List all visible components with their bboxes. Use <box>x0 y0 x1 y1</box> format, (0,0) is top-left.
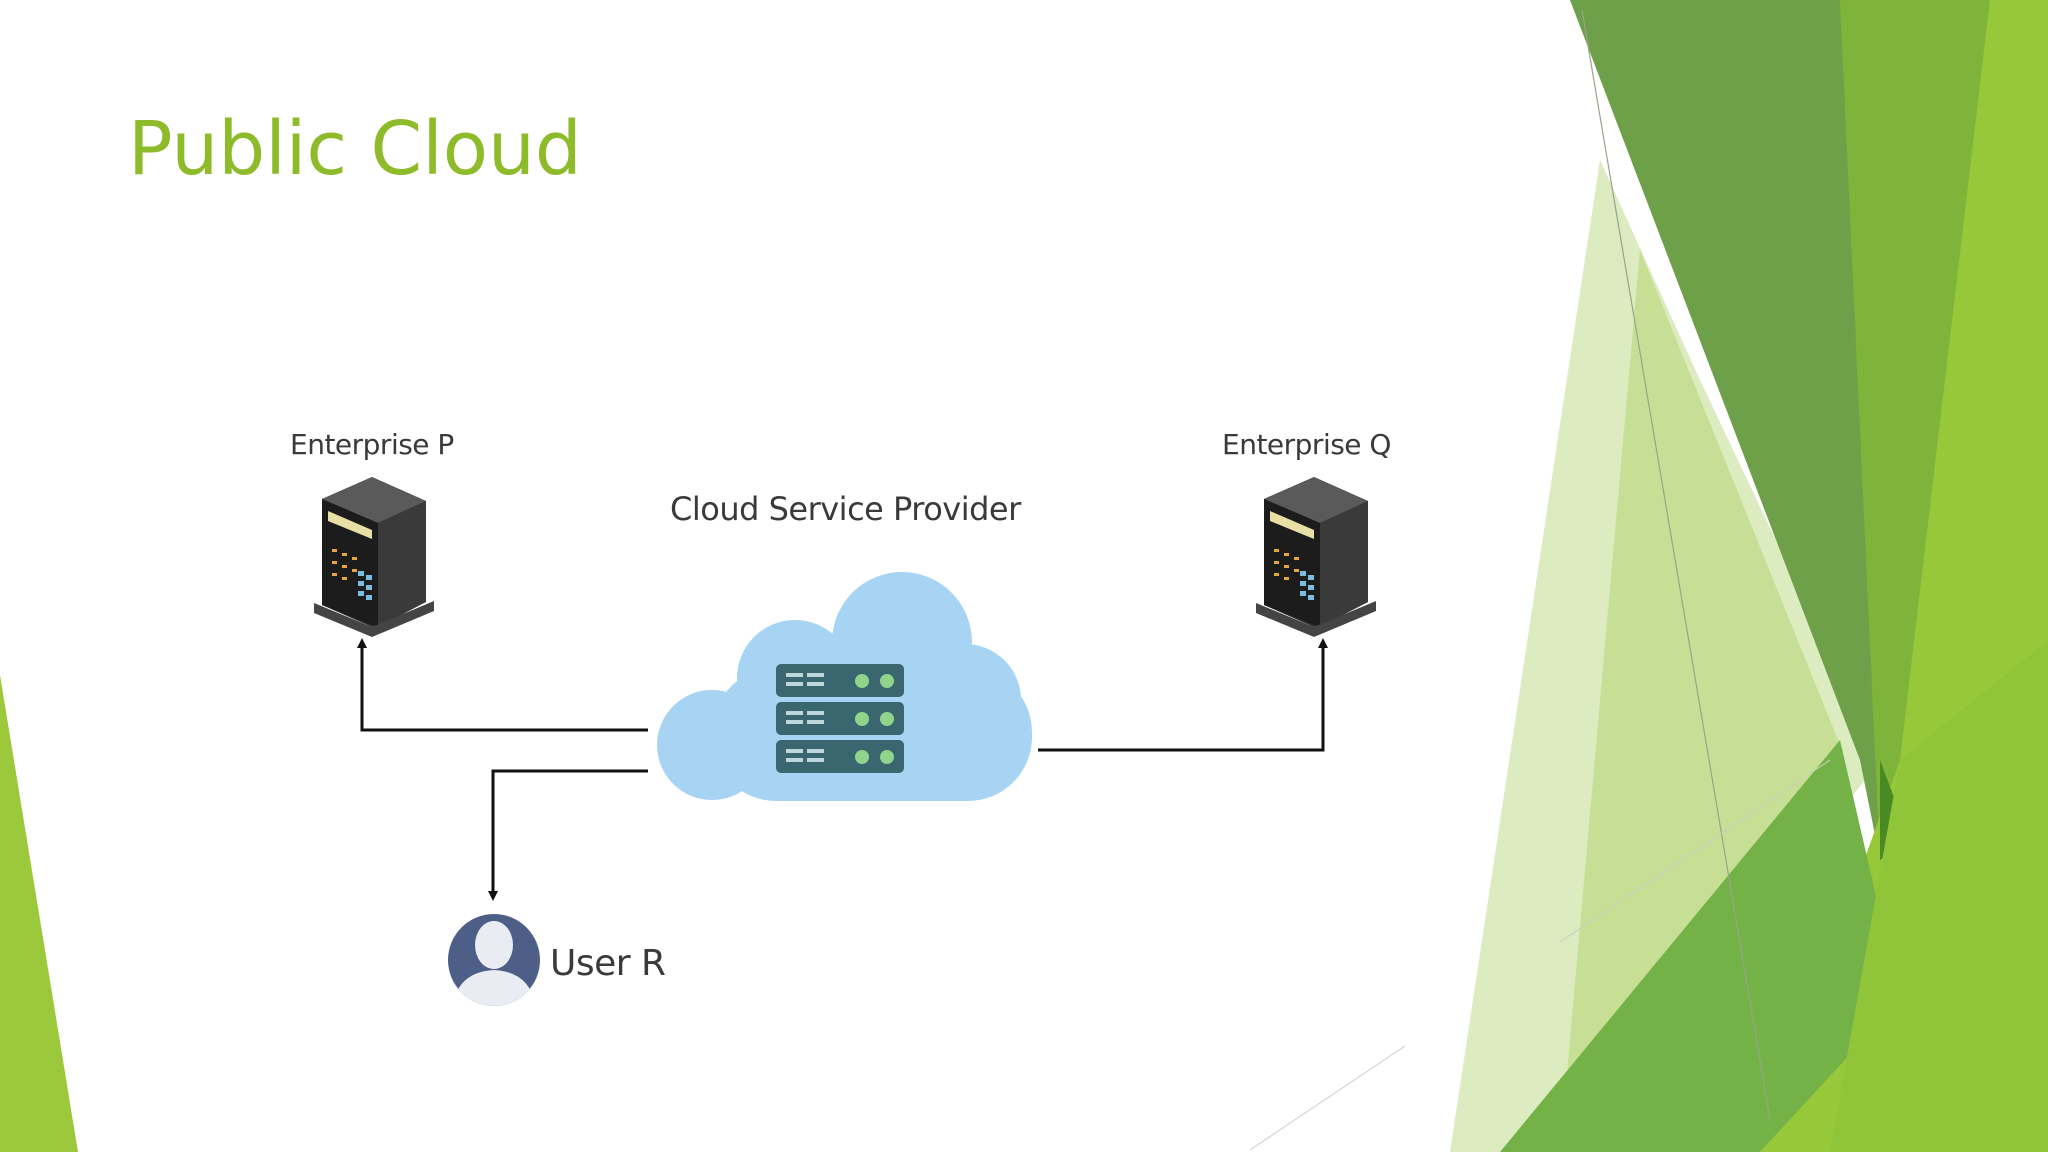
slide-title: Public Cloud <box>128 106 582 192</box>
left-accent-shape <box>0 675 78 1152</box>
connector-to-enterprise-q <box>1038 638 1328 752</box>
facet-lower-green <box>1500 740 1900 1152</box>
connectors <box>357 638 1328 901</box>
server-slots <box>786 673 824 762</box>
enterprise-p-label: Enterprise P <box>290 428 454 461</box>
user-avatar-icon <box>448 914 540 1006</box>
connector-to-enterprise-p <box>357 638 648 732</box>
facet-mid-green <box>1840 0 2000 860</box>
facet-lower-right <box>1830 640 2048 1152</box>
server-stack <box>776 664 904 773</box>
facet-thin-line-3 <box>1249 1045 1406 1151</box>
enterprise-p-server-icon <box>314 477 434 637</box>
facet-thin-line-1 <box>1581 9 1771 1121</box>
enterprise-q-server-icon <box>1256 477 1376 637</box>
facet-thin-line-2 <box>1559 759 1831 943</box>
server-unit-1 <box>776 664 904 697</box>
server-unit-3 <box>776 740 904 773</box>
facet-light-green <box>1560 250 1840 1152</box>
server-status-leds <box>855 674 894 764</box>
cloud-server-icon <box>657 572 1032 801</box>
user-r-label: User R <box>550 943 666 984</box>
connector-to-user-r <box>488 769 648 901</box>
right-theme-facets <box>1249 0 2048 1152</box>
enterprise-q-label: Enterprise Q <box>1222 428 1391 461</box>
cloud-service-provider-label: Cloud Service Provider <box>670 490 1021 528</box>
server-unit-2 <box>776 702 904 735</box>
